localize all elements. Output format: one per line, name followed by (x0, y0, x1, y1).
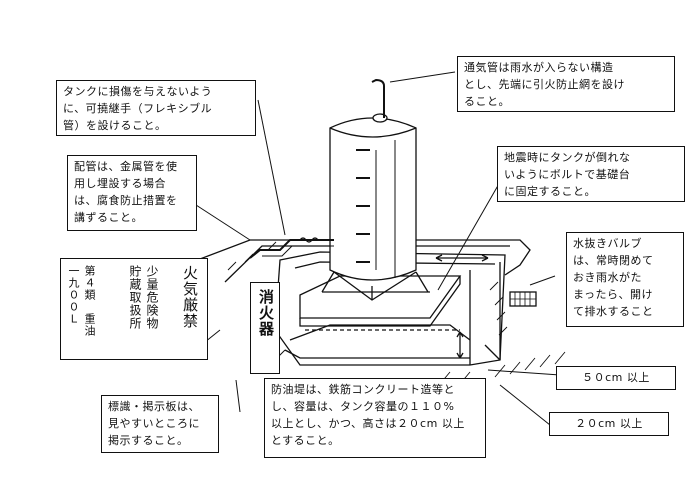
sign-fire-strict: 火気厳禁 (181, 265, 199, 329)
tank-body (329, 117, 417, 281)
note-dim-50: ５０cm 以上 (556, 366, 676, 390)
piping (249, 239, 334, 259)
note-vent-pipe: 通気管は雨水が入らない構造 とし、先端に引火防止網を設け ること。 (457, 56, 675, 112)
note-dike: 防油堤は、鉄筋コンクリート造等と し、容量は、タンク容量の１１０% 以上とし、か… (264, 378, 486, 458)
sign-store-kind: 少量危険物 貯蔵取扱所 (128, 265, 159, 330)
extinguisher: 消火器 (250, 282, 280, 374)
base-slab (299, 275, 462, 319)
note-dim-20: ２０cm 以上 (549, 412, 669, 436)
note-earthquake: 地震時にタンクが倒れな いようにボルトで基礎台 に固定すること。 (497, 146, 685, 202)
dike-floor (289, 324, 471, 341)
note-flexible-joint: タンクに損傷を与えないよう に、可撓継手（フレキシブル 管）を設けること。 (56, 80, 256, 136)
note-sign: 標識・掲示板は、 見やすいところに 掲示すること。 (101, 395, 219, 453)
vent-pipe (371, 78, 385, 118)
note-piping: 配管は、金属管を使 用し埋設する場合 は、腐食防止措置を 講ずること。 (67, 155, 197, 231)
tank-support (321, 271, 429, 301)
sign-board: 火気厳禁 少量危険物 貯蔵取扱所 第４類 重油 一九００Ｌ (60, 258, 208, 360)
extinguisher-label: 消火器 (257, 289, 275, 337)
note-drain-valve: 水抜きバルブ は、常時閉めて おき雨水がた まったら、開け て排水すること (566, 232, 684, 327)
sign-oil-kind: 第４類 重油 一九００Ｌ (67, 265, 96, 337)
ground-outline (149, 239, 531, 279)
